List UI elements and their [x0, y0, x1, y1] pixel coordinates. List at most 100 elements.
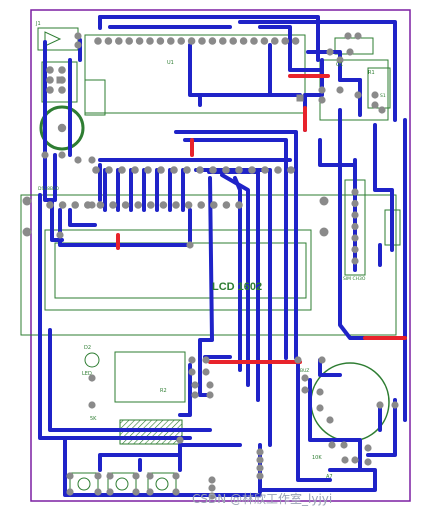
lcd-pin [96, 201, 105, 209]
pad [318, 96, 326, 104]
lcd-pin [184, 201, 193, 209]
header-pin [208, 476, 216, 484]
button-pin [66, 472, 74, 480]
mcu-pin [250, 37, 258, 45]
lcd-header-pin [118, 166, 126, 174]
pad [364, 444, 372, 452]
mcu-pin [146, 37, 154, 45]
pad [294, 356, 302, 364]
designator-j1: J1 [35, 21, 41, 27]
pad [354, 91, 362, 99]
j1-pin [74, 32, 82, 40]
pad [336, 56, 344, 64]
lcd-header-pin [248, 166, 256, 174]
mcu-pin [208, 37, 217, 45]
module-label-right: SIM CH3O [343, 276, 366, 282]
pad [341, 456, 349, 464]
lcd-mount-hole [319, 196, 329, 206]
header-pin [46, 76, 54, 84]
lcd-header-pin [196, 166, 204, 174]
pin1-pad [56, 76, 64, 84]
lcd-header-pin [274, 166, 282, 174]
pad [340, 441, 348, 449]
lcd-pin [235, 201, 243, 209]
header-pin [256, 456, 264, 464]
lcd-header-pin [287, 166, 295, 174]
lcd-pin [134, 201, 142, 209]
lcd-header-pin [92, 166, 100, 174]
pad [326, 48, 334, 56]
pad [88, 201, 96, 209]
button-pin [132, 488, 140, 496]
module-pin [351, 211, 359, 219]
pad [186, 241, 194, 249]
pad [206, 381, 214, 389]
designator-u1: U1 [167, 60, 174, 66]
lcd-header-pin [183, 166, 191, 174]
pad [376, 401, 384, 409]
lcd-mount-hole [22, 227, 32, 237]
lcd-pin [197, 201, 205, 209]
module-pin [351, 257, 359, 265]
header-pin [58, 86, 66, 94]
pad [391, 401, 399, 409]
designator-r2: R2 [160, 388, 167, 394]
header-pin [46, 86, 54, 94]
mcu-pin [177, 37, 185, 45]
crystal-pad [74, 156, 82, 164]
mcu-pin [167, 37, 175, 45]
button-pin [66, 488, 74, 496]
lcd-pin [46, 201, 54, 209]
designator-r1: R1 [368, 70, 375, 76]
pad [191, 381, 199, 389]
mcu-pin [198, 37, 206, 45]
mcu-pin [291, 37, 300, 45]
mcu-pin [271, 37, 279, 45]
lcd-header-pin [105, 166, 113, 174]
lcd-header-pin [209, 166, 217, 174]
pad [206, 391, 214, 399]
lcd-pin [58, 201, 67, 209]
lcd-header-pin [157, 166, 165, 174]
designator-5k: 5K [90, 416, 97, 422]
designator-buzzer: BUZ [300, 368, 309, 374]
module-pin [351, 188, 359, 196]
pad [318, 86, 326, 94]
crystal-outline [39, 105, 85, 151]
mcu-pin [156, 37, 165, 45]
mcu-pin [94, 37, 102, 45]
lcd-header-pin [261, 166, 269, 174]
button-pin [172, 472, 180, 480]
pad [301, 386, 309, 394]
trace-layer [38, 15, 407, 497]
pad [351, 456, 359, 464]
pad [191, 391, 199, 399]
mcu-pin [104, 37, 113, 45]
module-pin [351, 199, 359, 208]
header-pin [208, 492, 216, 500]
button-pin [94, 488, 102, 496]
jumper-layer [116, 74, 407, 364]
lcd-pin [147, 201, 155, 209]
lcd-pin [71, 201, 79, 209]
lcd-header-pin [222, 166, 230, 174]
watermark: CSDN @林欣工作室_lyjyi [192, 491, 332, 506]
module-pin [351, 222, 359, 231]
pad [202, 368, 210, 376]
module-pin [351, 234, 359, 242]
j1-pin [74, 41, 82, 49]
mcu-pin [115, 37, 123, 45]
pad [371, 91, 379, 99]
q1-pad [296, 94, 304, 102]
lcd-pin [210, 201, 218, 209]
pad [328, 441, 336, 449]
header-pin [256, 472, 264, 480]
pad [326, 416, 334, 424]
designator-10k: 10K [312, 455, 322, 461]
header-pin [208, 484, 216, 492]
button-pin [146, 472, 154, 480]
pad [371, 101, 379, 109]
header-pin [46, 66, 54, 74]
pad [378, 106, 386, 114]
